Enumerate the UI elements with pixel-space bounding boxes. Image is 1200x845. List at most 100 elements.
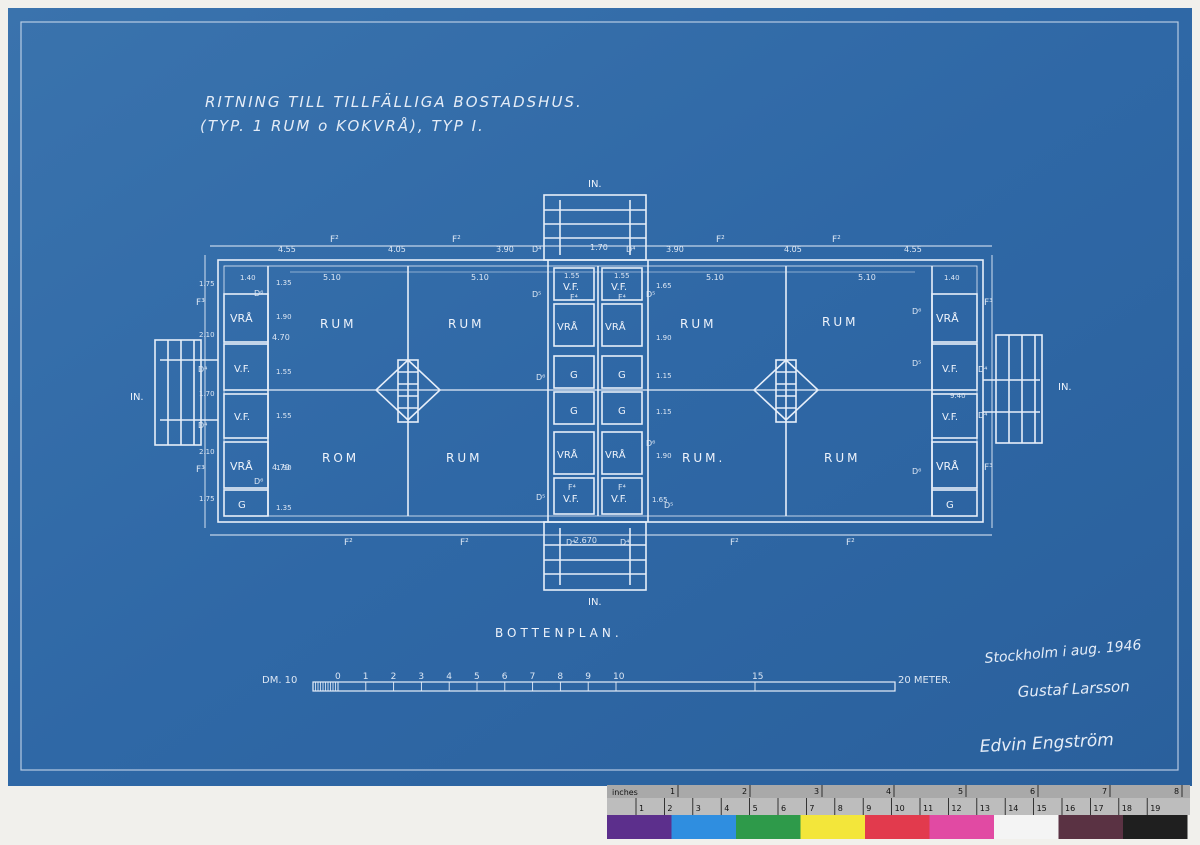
right-cell-g <box>931 489 978 517</box>
color-swatches <box>607 815 1188 839</box>
room-label: RUM <box>824 451 860 465</box>
window-mark: F² <box>330 235 339 245</box>
room-label: RUM <box>446 451 482 465</box>
ruler-inch-label: 3 <box>814 787 819 796</box>
dimension-label: 2.10 <box>199 331 215 339</box>
entrance-label-top: IN. <box>588 179 602 190</box>
window-mark: F² <box>846 538 855 548</box>
dimension-label: 4.55 <box>278 245 296 254</box>
center-label: G <box>618 406 626 417</box>
center-cell-vf-tr <box>601 267 643 301</box>
door-mark: D⁴ <box>620 538 629 547</box>
door-mark: D⁵ <box>532 290 541 299</box>
ruler-inch-label: 5 <box>958 787 963 796</box>
dimension-label: 5.10 <box>706 273 724 282</box>
center-label: G <box>570 406 578 417</box>
ruler-cm-label: 8 <box>838 804 843 813</box>
door-mark: D⁶ <box>912 307 921 316</box>
stair-left <box>154 339 218 446</box>
color-swatch <box>929 815 994 839</box>
bay-label: V.F. <box>942 412 958 423</box>
scale-tick-label: 8 <box>557 672 563 682</box>
window-mark: F² <box>344 538 353 548</box>
door-mark: D⁴ <box>532 245 541 254</box>
room-label: ROM <box>322 451 359 465</box>
door-mark: D⁴ <box>198 365 207 374</box>
center-label: V.F. <box>611 282 627 293</box>
ruler-unit-label: inches <box>612 788 638 797</box>
bay-label: VRÅ <box>230 460 253 473</box>
dimension-label: 1.90 <box>276 313 292 321</box>
scale-tick-label: 2 <box>391 672 397 682</box>
ruler-cm-label: 5 <box>753 804 758 813</box>
dimension-label: 3.90 <box>496 245 514 254</box>
scale-tick-label: 15 <box>752 672 763 682</box>
scale-tick-label: 3 <box>418 672 424 682</box>
right-cell-vra-top <box>931 293 978 343</box>
paper-border <box>20 21 1179 771</box>
center-cell-vra-tr <box>601 303 643 347</box>
window-mark: F² <box>460 538 469 548</box>
right-cell-vf-top <box>931 343 978 391</box>
bay-label: G <box>238 500 246 511</box>
ruler-cm-label: 1 <box>639 804 644 813</box>
entrance-label-bottom: IN. <box>588 597 602 608</box>
stair-bottom <box>543 521 647 591</box>
dimension-label: 3.90 <box>666 245 684 254</box>
left-cell-vf-bottom <box>223 393 269 439</box>
dimension-label: 1.35 <box>276 279 292 287</box>
dimension-label: 1.40 <box>944 274 960 282</box>
dimension-label: 2.10 <box>199 448 215 456</box>
center-cell-vra-tl <box>553 303 595 347</box>
door-mark: D⁵ <box>646 290 655 299</box>
color-swatch <box>1123 815 1188 839</box>
dimension-label: 1.35 <box>276 504 292 512</box>
center-cell-vf-br <box>601 477 643 515</box>
room-label: RUM. <box>682 451 725 465</box>
window-mark: F² <box>452 235 461 245</box>
ruler-cm-label: 17 <box>1093 804 1103 813</box>
room-label: RUM <box>320 317 356 331</box>
center-cell-g-3 <box>553 391 595 425</box>
center-cell-g-2 <box>601 355 643 389</box>
dimension-label: 4.05 <box>784 245 802 254</box>
room-label: RUM <box>680 317 716 331</box>
left-cell-g <box>223 489 269 517</box>
window-mark-side: F³ <box>984 298 993 308</box>
window-mark-side: F³ <box>984 463 993 473</box>
drawing-title-line1: RITNING TILL TILLFÄLLIGA BOSTADSHUS. <box>205 92 583 111</box>
dimension-label: 1.70 <box>590 243 608 252</box>
bay-label: V.F. <box>234 364 250 375</box>
dimension-label: 1.65 <box>656 282 672 290</box>
window-mark-small: F⁴ <box>568 483 576 492</box>
dimension-label: 4.55 <box>904 245 922 254</box>
color-swatch <box>865 815 930 839</box>
entrance-label-right: IN. <box>1058 382 1072 393</box>
center-label: V.F. <box>611 494 627 505</box>
bay-label: V.F. <box>942 364 958 375</box>
ruler-inch-label: 7 <box>1102 787 1107 796</box>
door-mark: D⁴ <box>978 365 987 374</box>
dimension-label: 4.70 <box>272 333 290 342</box>
ruler-cm-label: 6 <box>781 804 786 813</box>
ruler-cm-label: 18 <box>1122 804 1132 813</box>
dimension-label: 1.75 <box>199 495 215 503</box>
center-label: VRÅ <box>557 320 578 333</box>
window-mark-small: F⁴ <box>618 483 626 492</box>
dimension-label: 1.15 <box>656 372 672 380</box>
door-mark: D⁵ <box>912 359 921 368</box>
dimension-label: 5.10 <box>858 273 876 282</box>
scale-tick-label: 4 <box>446 672 452 682</box>
dimension-label: 5.10 <box>471 273 489 282</box>
ruler-inch-label: 8 <box>1174 787 1179 796</box>
blueprint-paper <box>8 8 1192 786</box>
dimension-label: 1.55 <box>564 272 580 280</box>
dimension-label: 1.65 <box>652 496 668 504</box>
color-swatch <box>800 815 865 839</box>
scale-end: 20 METER. <box>898 675 951 686</box>
scale-hatch <box>312 682 339 691</box>
ruler-cm-label: 14 <box>1008 804 1018 813</box>
door-mark: D⁴ <box>198 421 207 430</box>
